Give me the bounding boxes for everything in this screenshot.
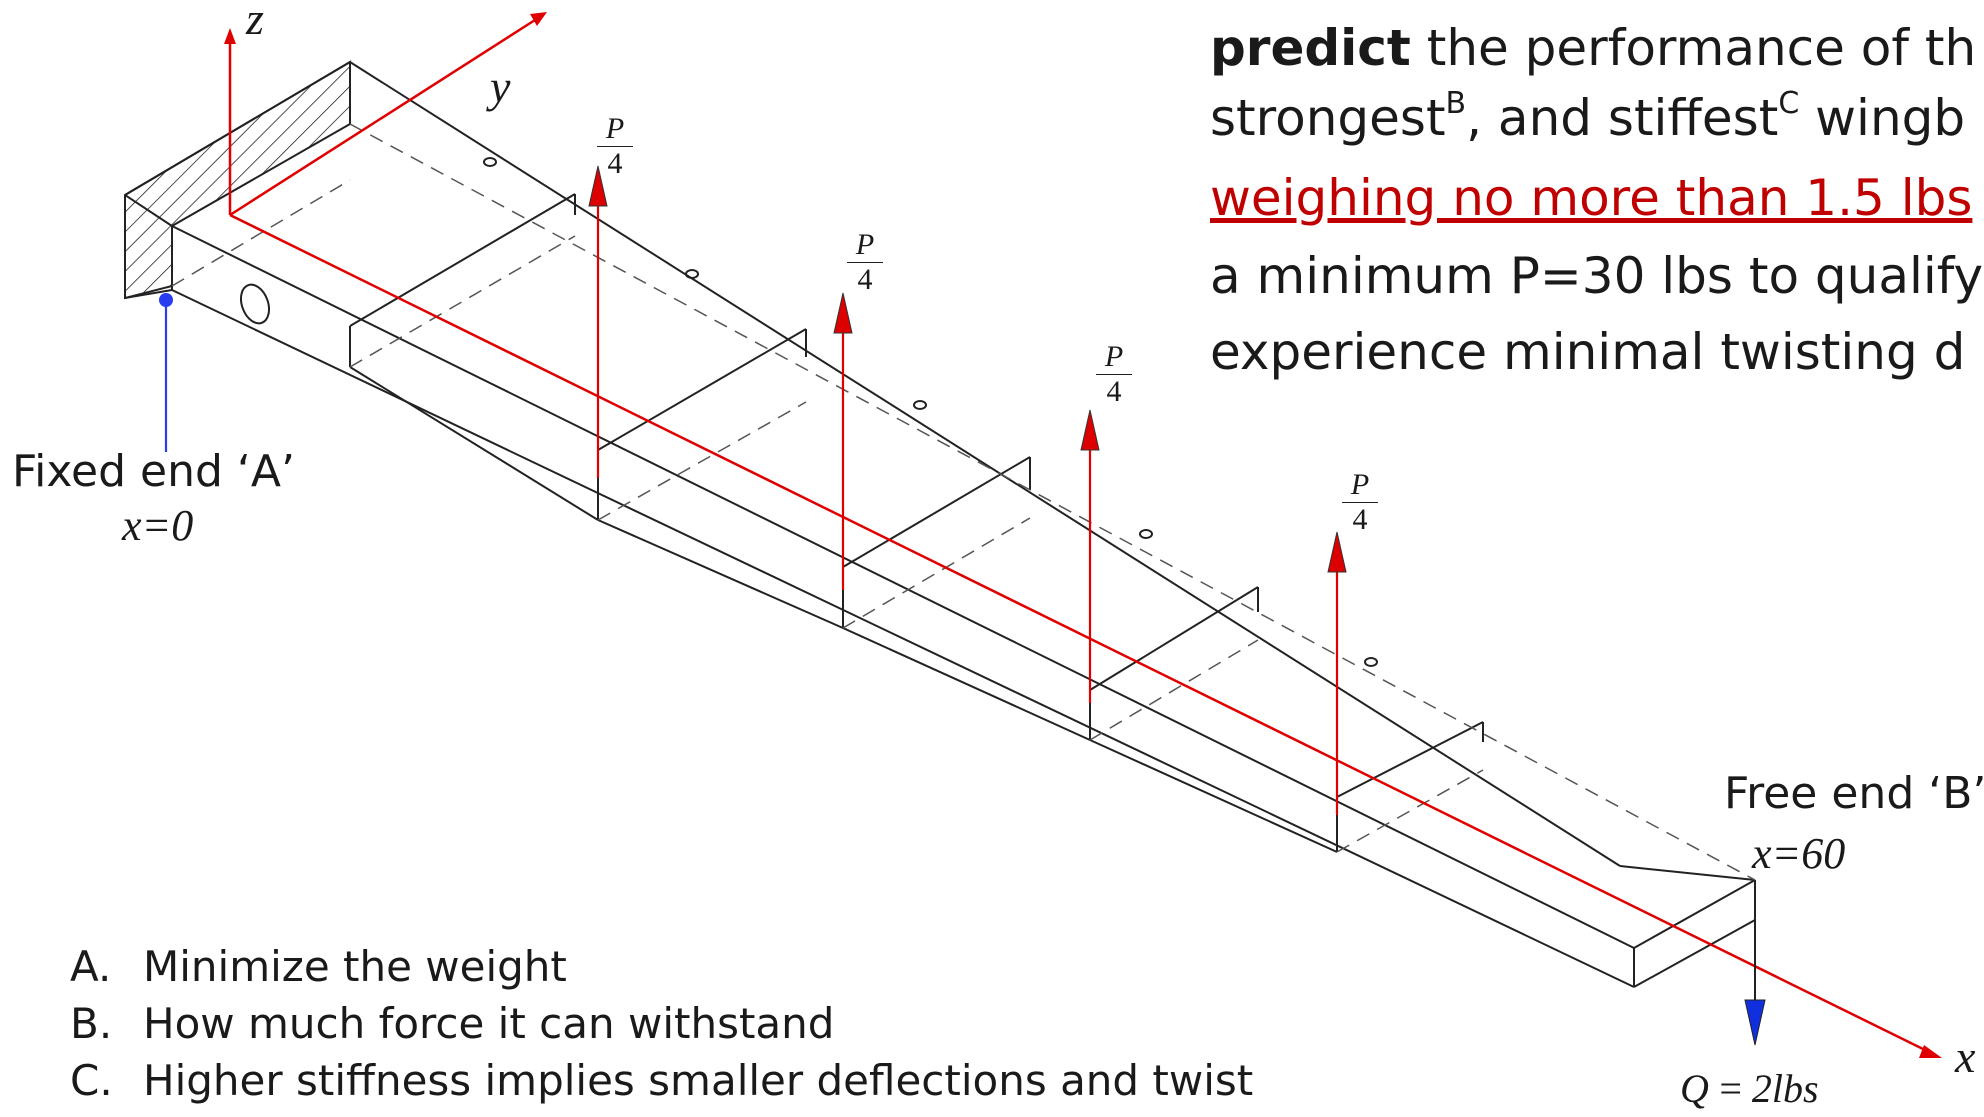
load-arrow-1 xyxy=(588,165,608,478)
paragraph-line-1-rest: the performance of th xyxy=(1410,19,1977,77)
load-label-numerator: P xyxy=(1096,340,1132,375)
load-label-numerator: P xyxy=(597,112,633,147)
q-load-label: Q = 2lbs xyxy=(1680,1066,1819,1111)
coordinate-axes xyxy=(224,12,1942,1058)
paragraph-line-2: strongestB, and stiffestC wingb xyxy=(1210,88,1965,148)
y-axis-label: y xyxy=(490,61,511,112)
load-arrows xyxy=(588,165,1347,815)
paragraph-line-3: weighing no more than 1.5 lbs xyxy=(1210,168,1972,228)
list-text: Minimize the weight xyxy=(143,942,567,991)
superscript-b: B xyxy=(1445,86,1467,121)
list-marker: C. xyxy=(70,1056,113,1105)
lightening-holes xyxy=(239,157,1378,667)
superscript-c: C xyxy=(1778,86,1800,121)
x-axis-arrowhead xyxy=(1919,1045,1942,1058)
list-text: Higher stiffness implies smaller deflect… xyxy=(143,1056,1254,1105)
free-end-label: Free end ‘B’ xyxy=(1724,768,1984,819)
load-label-3: P 4 xyxy=(1096,340,1132,409)
load-label-denominator: 4 xyxy=(607,147,623,180)
load-label-denominator: 4 xyxy=(1106,375,1122,408)
list-marker: A. xyxy=(70,942,112,991)
list-text: How much force it can withstand xyxy=(143,999,835,1048)
z-axis-arrowhead xyxy=(224,28,236,44)
paragraph-stiffest: , and stiffest xyxy=(1466,89,1779,147)
paragraph-line-5: experience minimal twisting d xyxy=(1210,323,1966,381)
hidden-edges xyxy=(171,123,1756,881)
paragraph-bold-predict: predict xyxy=(1210,19,1411,77)
list-item: A. Minimize the weight xyxy=(70,938,1253,995)
paragraph-wingb: wingb xyxy=(1799,89,1966,147)
y-axis-line xyxy=(229,18,536,217)
list-item: C. Higher stiffness implies smaller defle… xyxy=(70,1052,1253,1109)
paragraph-strongest: strongest xyxy=(1210,89,1446,147)
load-label-1: P 4 xyxy=(597,112,633,181)
paragraph-line-4: a minimum P=30 lbs to qualify xyxy=(1210,247,1984,305)
fixed-end-label: Fixed end ‘A’ xyxy=(12,446,295,497)
load-label-2: P 4 xyxy=(847,228,883,297)
load-arrow-4 xyxy=(1327,531,1347,815)
load-label-denominator: 4 xyxy=(1352,503,1368,536)
x-axis-label: x xyxy=(1955,1031,1976,1082)
weight-requirement: weighing no more than 1.5 lbs xyxy=(1210,169,1973,227)
x-axis-line xyxy=(229,213,1926,1052)
free-end-x-label: x=60 xyxy=(1752,829,1846,878)
wingbox-outline xyxy=(124,61,1756,988)
load-arrow-2 xyxy=(833,292,853,590)
load-label-numerator: P xyxy=(847,228,883,263)
list-marker: B. xyxy=(70,999,113,1048)
objectives-list: A. Minimize the weight B. How much force i… xyxy=(70,938,1253,1109)
load-label-denominator: 4 xyxy=(857,263,873,296)
z-axis-label: z xyxy=(246,0,264,44)
fixed-end-hatching xyxy=(124,60,351,300)
fixed-end-x-label: x=0 xyxy=(122,501,194,550)
y-axis-arrowhead xyxy=(530,12,547,26)
load-label-4: P 4 xyxy=(1342,468,1378,537)
list-item: B. How much force it can withstand xyxy=(70,995,1253,1052)
load-arrow-3 xyxy=(1080,409,1100,703)
q-load-arrow xyxy=(1744,895,1766,1046)
load-label-numerator: P xyxy=(1342,468,1378,503)
paragraph-line-1: predict the performance of th xyxy=(1210,18,1976,78)
fixed-end-marker xyxy=(159,293,173,452)
